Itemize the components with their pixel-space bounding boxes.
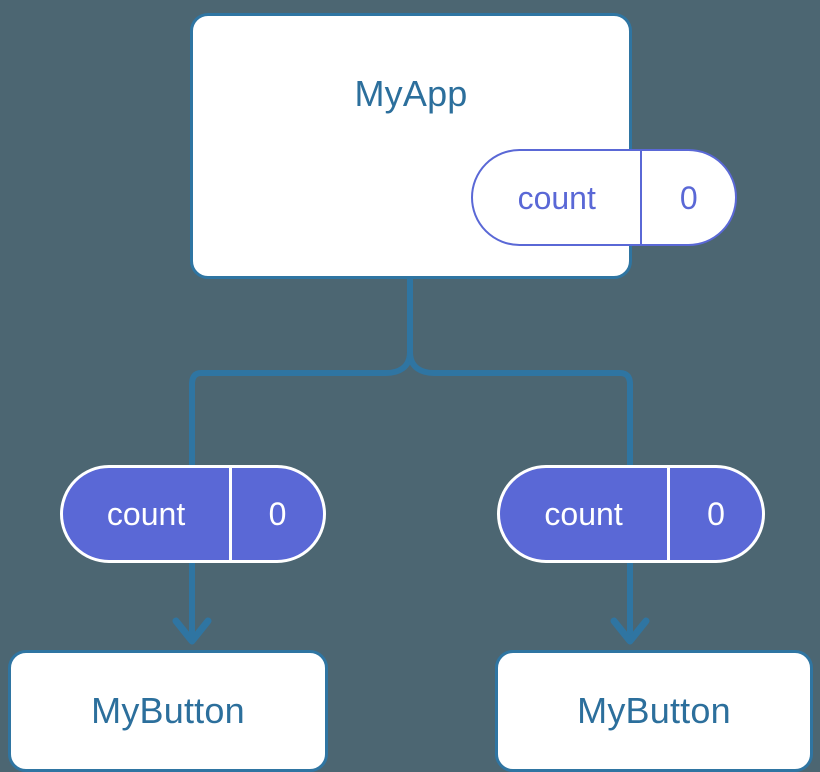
wire-fork-left (189, 351, 413, 385)
state-pill-value: 0 (640, 151, 735, 244)
state-pill-count[interactable]: count 0 (471, 149, 737, 246)
component-card-myapp[interactable]: MyApp count 0 (190, 13, 737, 279)
arrowhead-right-icon (610, 617, 650, 645)
component-title-myapp: MyApp (354, 73, 468, 114)
wire-fork-right (407, 351, 633, 385)
component-title-mybutton-right: MyButton (577, 690, 731, 731)
props-pill-count-left[interactable]: count 0 (60, 465, 326, 563)
component-card-mybutton-right[interactable]: MyButton (495, 650, 813, 772)
component-card-mybutton-left[interactable]: MyButton (8, 650, 328, 772)
props-pill-key-right: count (544, 496, 623, 532)
props-pill-value-left: 0 (229, 468, 323, 560)
props-pill-count-right[interactable]: count 0 (497, 465, 765, 563)
props-pill-key-left: count (106, 496, 186, 532)
component-title-mybutton-left: MyButton (91, 690, 245, 731)
state-pill-key: count (517, 179, 596, 216)
props-pill-value-right: 0 (667, 468, 762, 560)
arrowhead-left-icon (172, 617, 212, 645)
